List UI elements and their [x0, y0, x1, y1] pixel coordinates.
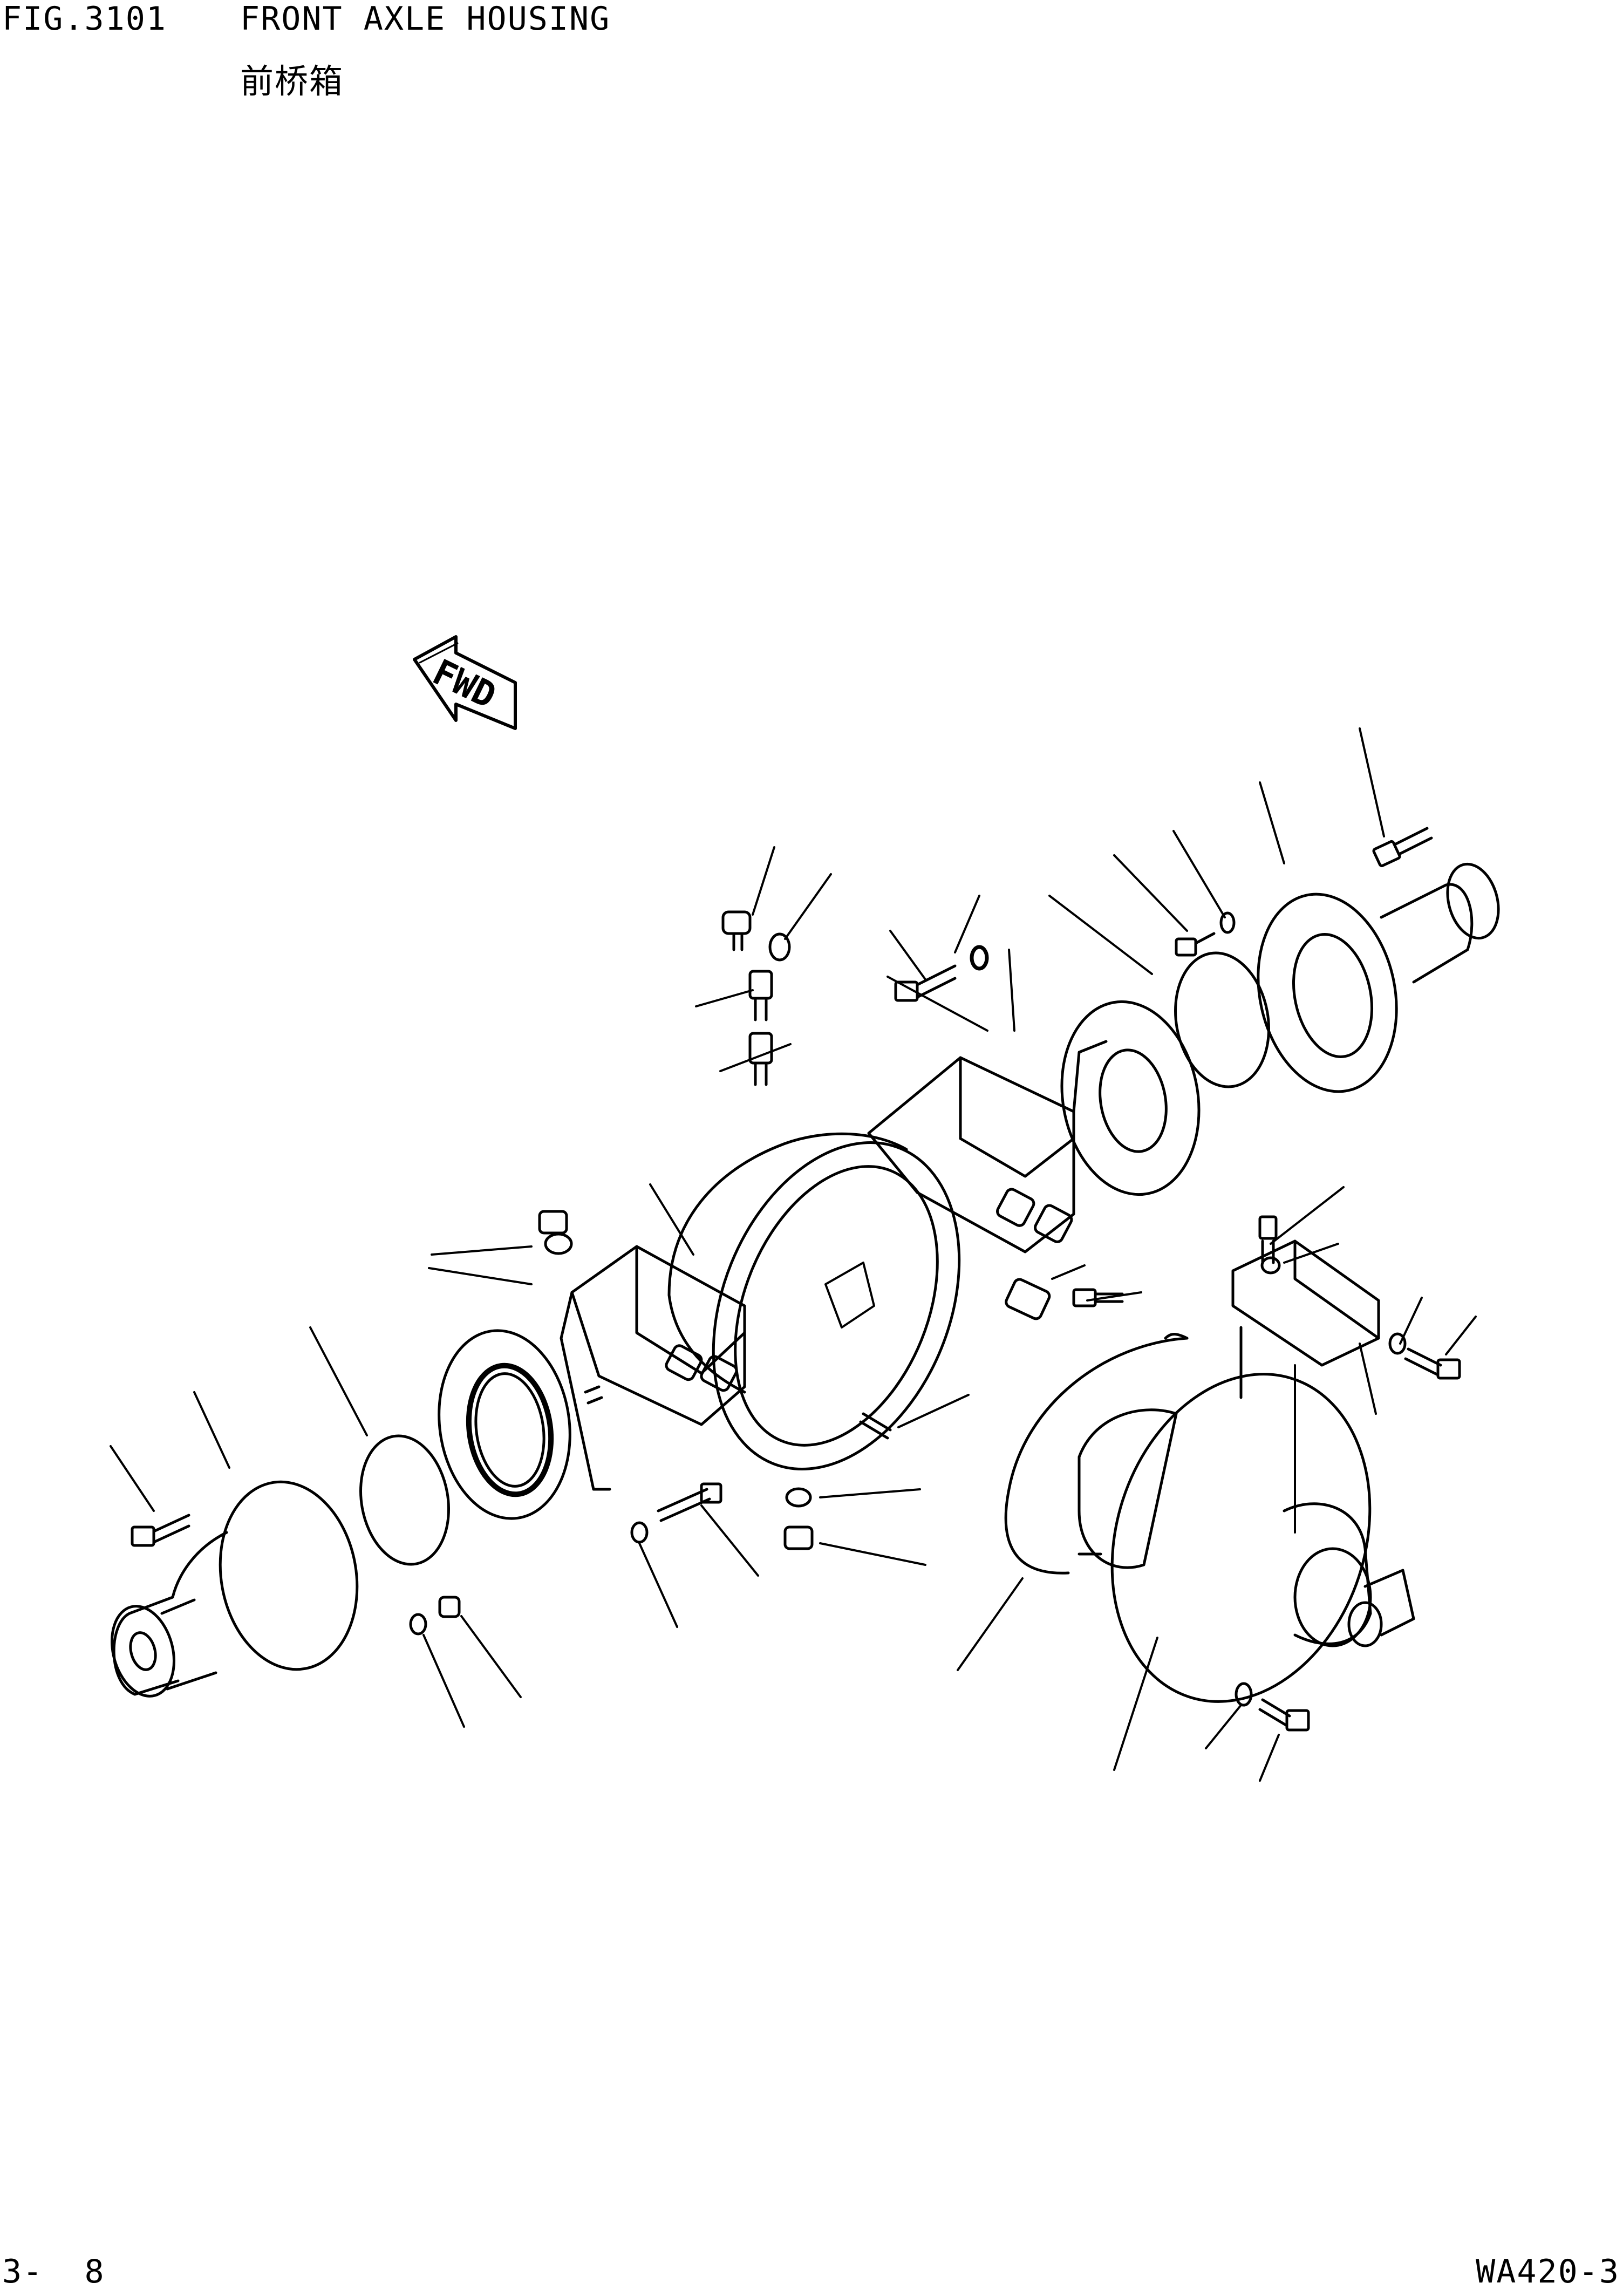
carrier-gasket — [1006, 1338, 1187, 1573]
model-number: WA420-3 — [1476, 2253, 1620, 2291]
fitting-upper — [723, 912, 750, 950]
left-hub-flange — [206, 1471, 372, 1680]
o-ring-right-large — [1165, 945, 1279, 1094]
page-number: 3- 8 — [2, 2253, 105, 2291]
bolt-carrier-lower — [1260, 1700, 1308, 1730]
bolt-carrier-mount — [1074, 1290, 1122, 1554]
o-ring-left-large — [351, 1429, 458, 1571]
figure-number: FIG.3101 — [2, 0, 167, 38]
right-spline-shaft — [1440, 859, 1506, 944]
fasteners — [132, 828, 1460, 1730]
right-hub-assembly — [1240, 859, 1506, 1105]
dowel-pin — [861, 1414, 890, 1438]
drain-plug-center — [785, 1527, 812, 1549]
leader-lines — [111, 728, 1476, 1781]
bolt-center-lower — [658, 1484, 721, 1521]
housing-bowl-flange — [667, 1106, 1005, 1505]
differential-carrier — [1006, 1327, 1414, 1735]
bolt-top-center — [896, 966, 955, 1000]
left-spline-shaft — [103, 1599, 183, 1704]
housing-right-arm — [869, 1058, 1074, 1252]
breather-valve-2 — [750, 1033, 772, 1085]
axle-housing — [427, 991, 1214, 1527]
housing-bowl-inner — [697, 1136, 976, 1475]
pin-left — [585, 1387, 602, 1403]
right-housing-flange — [1047, 991, 1214, 1205]
drain-plug-left — [540, 1211, 567, 1233]
bolt-right-small — [1176, 934, 1214, 955]
left-housing-flange — [427, 1322, 582, 1527]
fwd-arrow-label: FWD — [426, 651, 502, 717]
carrier-flange — [1071, 1340, 1410, 1735]
bolt-left-hub — [132, 1515, 189, 1545]
bolt-plate-right — [1406, 1349, 1460, 1378]
cover-plate — [1233, 1241, 1379, 1365]
bolt-right-hub — [1373, 828, 1431, 867]
o-rings — [351, 913, 1405, 1705]
right-hub-flange — [1240, 881, 1414, 1105]
fwd-arrow: FWD — [414, 637, 515, 728]
left-hub-assembly — [103, 1471, 372, 1703]
small-plate — [1004, 1278, 1051, 1320]
bolt-plate — [1260, 1217, 1276, 1263]
figure-title: FRONT AXLE HOUSING — [240, 0, 611, 38]
plug-left-hub — [440, 1597, 459, 1617]
figure-subtitle: 前桥箱 — [240, 62, 344, 101]
breather-valve — [750, 971, 772, 1020]
